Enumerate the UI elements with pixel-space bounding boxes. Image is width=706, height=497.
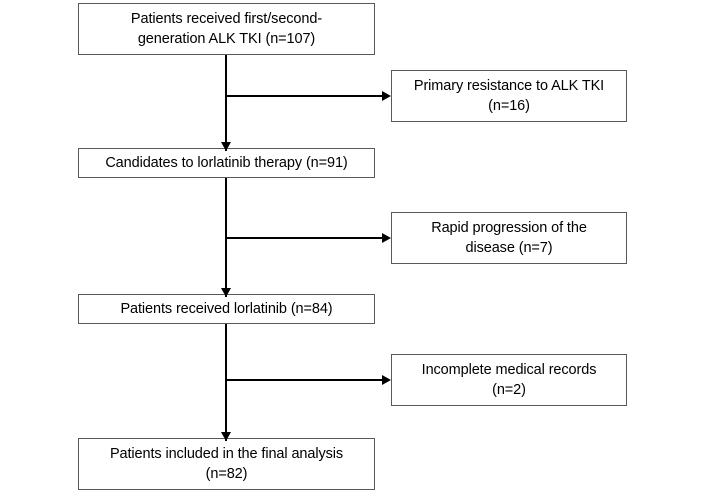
- connector-enrolled-to-candidates: [225, 55, 227, 151]
- connector-branch-incomplete-records: [225, 379, 388, 381]
- exclusion-node-incomplete-records-label: Incomplete medical records (n=2): [421, 362, 597, 398]
- exclusion-node-rapid-progression-label: Rapid progression of the disease (n=7): [431, 220, 587, 256]
- arrowhead-right-icon: [382, 91, 391, 101]
- flow-node-candidates: Candidates to lorlatinib therapy (n=91): [78, 148, 375, 178]
- arrowhead-right-icon: [382, 375, 391, 385]
- exclusion-node-primary-resistance-label: Primary resistance to ALK TKI (n=16): [413, 78, 605, 114]
- connector-branch-primary-resistance: [225, 95, 388, 97]
- flow-node-candidates-label: Candidates to lorlatinib therapy (n=91): [105, 155, 348, 171]
- flow-node-treated-label: Patients received lorlatinib (n=84): [120, 301, 333, 317]
- connector-treated-to-analyzed: [225, 324, 227, 441]
- exclusion-node-incomplete-records: Incomplete medical records (n=2): [391, 354, 627, 406]
- arrowhead-down-icon: [221, 432, 231, 441]
- flow-node-treated: Patients received lorlatinib (n=84): [78, 294, 375, 324]
- flow-node-analyzed: Patients included in the final analysis …: [78, 438, 375, 490]
- arrowhead-down-icon: [221, 142, 231, 151]
- arrowhead-down-icon: [221, 288, 231, 297]
- connector-branch-rapid-progression: [225, 237, 388, 239]
- flow-node-enrolled: Patients received first/second- generati…: [78, 3, 375, 55]
- exclusion-node-primary-resistance: Primary resistance to ALK TKI (n=16): [391, 70, 627, 122]
- flow-node-analyzed-label: Patients included in the final analysis …: [109, 446, 344, 482]
- exclusion-node-rapid-progression: Rapid progression of the disease (n=7): [391, 212, 627, 264]
- arrowhead-right-icon: [382, 233, 391, 243]
- flow-node-enrolled-label: Patients received first/second- generati…: [130, 11, 323, 47]
